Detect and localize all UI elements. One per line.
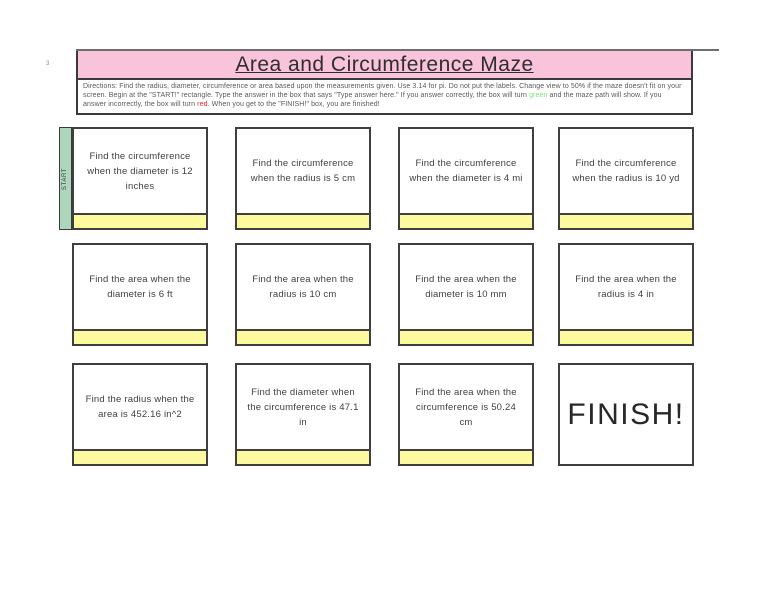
maze-cell-6: Find the area when the radius is 10 cm — [235, 243, 371, 346]
directions-text: and the maze path will show. If you answ… — [83, 91, 662, 108]
answer-input-box[interactable] — [400, 329, 532, 344]
question-text: Find the diameter when the circumference… — [247, 386, 359, 428]
maze-cell-7: Find the area when the diameter is 10 mm — [398, 243, 534, 346]
start-label-bar: START — [59, 127, 72, 230]
question-text: Find the area when the diameter is 6 ft — [89, 274, 191, 300]
answer-input-box[interactable] — [560, 213, 692, 228]
answer-input-box[interactable] — [400, 213, 532, 228]
question-text: Find the circumference when the diameter… — [409, 158, 523, 184]
directions-green-word: green — [529, 91, 548, 99]
answer-input-box[interactable] — [560, 329, 692, 344]
header-rule-line — [76, 49, 719, 51]
question-text: Find the radius when the area is 452.16 … — [85, 394, 195, 420]
directions-red-word: red — [197, 100, 208, 108]
question-text: Find the area when the radius is 10 cm — [252, 274, 354, 300]
maze-cell-10: Find the diameter when the circumference… — [235, 363, 371, 466]
question-text: Find the circumference when the radius i… — [250, 158, 356, 184]
answer-input-box[interactable] — [237, 329, 369, 344]
slide-number: 3 — [46, 61, 50, 67]
maze-cell-11: Find the area when the circumference is … — [398, 363, 534, 466]
question-text: Find the circumference when the diameter… — [87, 150, 193, 192]
answer-input-box[interactable] — [74, 329, 206, 344]
question-text: Find the area when the circumference is … — [415, 386, 517, 428]
answer-input-box[interactable] — [74, 213, 206, 228]
maze-cell-4: Find the circumference when the radius i… — [558, 127, 694, 230]
question-text: Find the circumference when the radius i… — [572, 158, 680, 184]
maze-cell-5: Find the area when the diameter is 6 ft — [72, 243, 208, 346]
answer-input-box[interactable] — [400, 449, 532, 464]
answer-input-box[interactable] — [237, 213, 369, 228]
maze-cell-8: Find the area when the radius is 4 in — [558, 243, 694, 346]
answer-input-box[interactable] — [74, 449, 206, 464]
directions-text: . When you get to the "FINISH!" box, you… — [207, 100, 380, 108]
maze-cell-2: Find the circumference when the radius i… — [235, 127, 371, 230]
question-text: Find the area when the diameter is 10 mm — [415, 274, 517, 300]
maze-cell-3: Find the circumference when the diameter… — [398, 127, 534, 230]
page-title: Area and Circumference Maze — [235, 52, 534, 76]
maze-cell-1: Find the circumference when the diameter… — [72, 127, 208, 230]
maze-cell-9: Find the radius when the area is 452.16 … — [72, 363, 208, 466]
title-banner: Area and Circumference Maze — [76, 51, 693, 78]
directions-text: Directions: Find the radius, diameter, c… — [83, 83, 682, 99]
question-text: Find the area when the radius is 4 in — [575, 274, 677, 300]
finish-label: FINISH! — [567, 397, 685, 431]
start-label: START — [62, 167, 69, 190]
answer-input-box[interactable] — [237, 449, 369, 464]
directions-box: Directions: Find the radius, diameter, c… — [76, 78, 693, 115]
finish-cell: FINISH! — [558, 363, 694, 466]
